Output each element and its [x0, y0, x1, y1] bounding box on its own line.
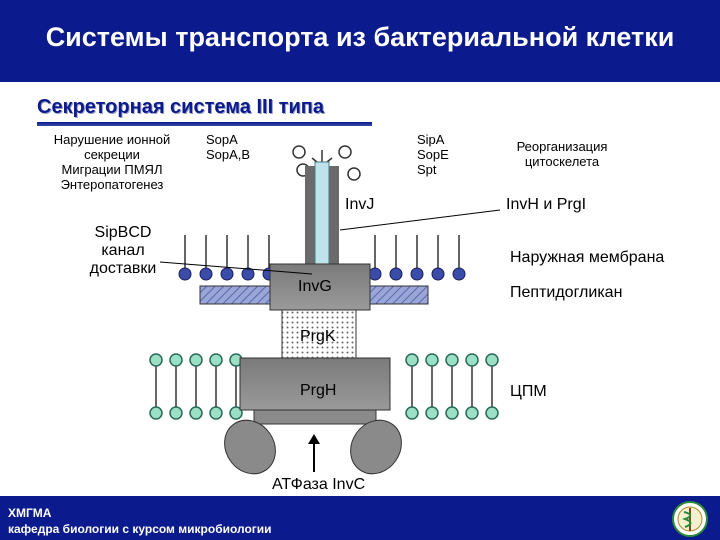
- effects-label: Нарушение ионной секреции Миграции ПМЯЛ …: [53, 132, 171, 192]
- prgh-label: PrgH: [300, 382, 337, 399]
- invg-label: InvG: [298, 278, 332, 295]
- atpase-arrowhead: [308, 434, 320, 444]
- cpm-label: ЦПМ: [510, 383, 547, 400]
- invj-label: InvJ: [345, 196, 375, 213]
- atpase-label: АТФаза InvC: [272, 476, 366, 493]
- subtitle-underline: [37, 122, 372, 126]
- sop-label: SopA SopA,B: [206, 132, 251, 162]
- footer-dept: кафедра биологии с курсом микробиологии: [8, 522, 272, 536]
- academy-logo-icon: [672, 501, 708, 537]
- atpase-lobe-right: [350, 419, 402, 475]
- prgk-label: PrgK: [300, 328, 336, 345]
- inner-membrane-lipids: [149, 353, 499, 420]
- peptidoglycan-label: Пептидогликан: [510, 284, 623, 301]
- section-subtitle: Секреторная система III типа: [37, 96, 324, 118]
- footer-org: ХМГМА: [8, 506, 52, 520]
- page-title: Системы транспорта из бактериальной клет…: [45, 22, 675, 52]
- invh-pointer: [339, 209, 501, 231]
- reorganization-label: Реорганизация цитоскелета: [516, 139, 608, 169]
- footer-bar: ХМГМА кафедра биологии с курсом микробио…: [0, 496, 720, 540]
- invh-label: InvH и PrgI: [506, 196, 587, 213]
- outer-membrane-label: Наружная мембрана: [510, 249, 665, 266]
- sip-label: SipA SopE Spt: [417, 132, 449, 177]
- prgh-ring: [239, 357, 391, 411]
- sipbcd-label: SipBCD канал доставки: [89, 224, 157, 277]
- prgh-base: [253, 409, 377, 425]
- needle-channel: [314, 161, 330, 281]
- sipbcd-pointer: [159, 261, 313, 275]
- atpase-lobe-left: [224, 419, 276, 475]
- header-bar: [0, 0, 720, 82]
- prgk-ring: [281, 309, 357, 359]
- outer-membrane-lipids: [178, 235, 466, 281]
